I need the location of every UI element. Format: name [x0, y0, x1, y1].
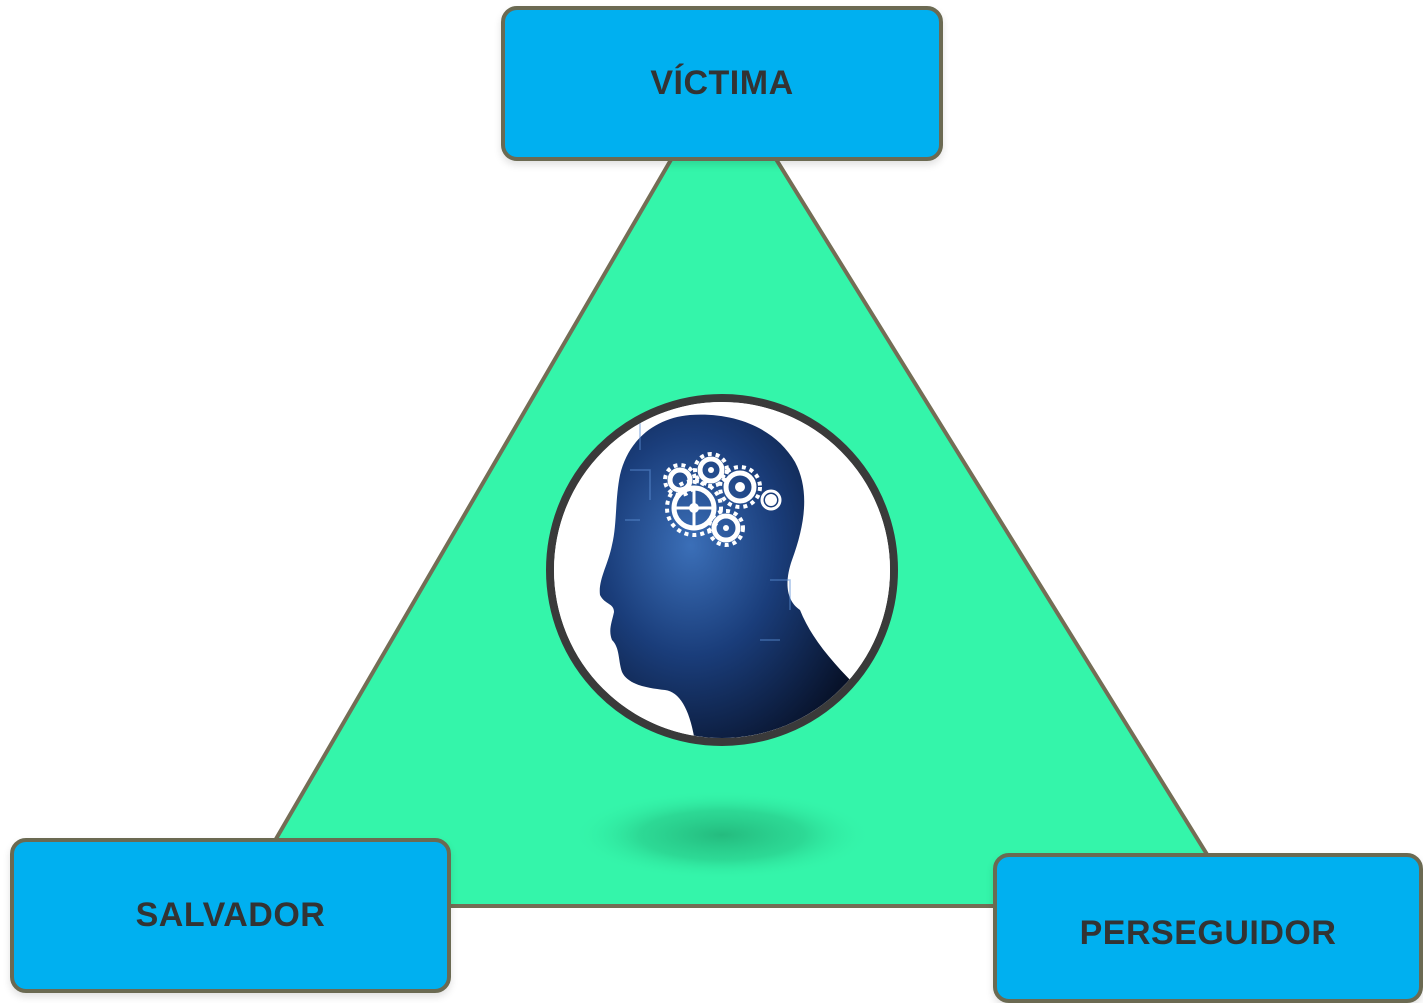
head-with-gears-icon: [546, 394, 898, 746]
perseguidor-box: PERSEGUIDOR: [993, 853, 1423, 1003]
victima-label: VÍCTIMA: [650, 64, 794, 102]
salvador-label: SALVADOR: [135, 896, 326, 934]
victima-box: VÍCTIMA: [501, 6, 943, 161]
perseguidor-label: PERSEGUIDOR: [1079, 913, 1337, 952]
salvador-box: SALVADOR: [10, 838, 451, 993]
circle-shadow: [572, 790, 872, 880]
